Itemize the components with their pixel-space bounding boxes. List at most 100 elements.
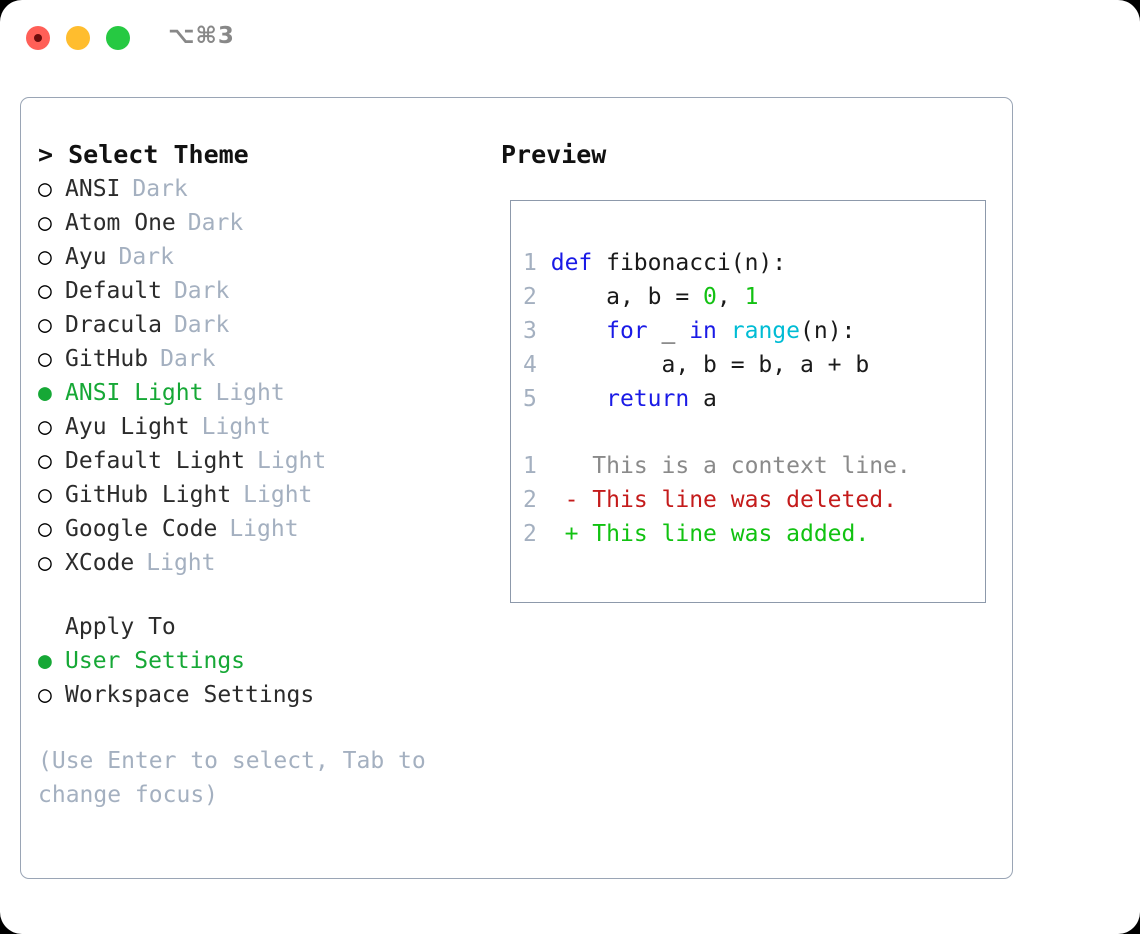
close-button-icon[interactable] [26, 26, 50, 50]
theme-variant-badge: Light [201, 414, 271, 440]
code-token-plain: _ [647, 318, 690, 344]
page-title: > Select Theme [38, 140, 249, 169]
code-line: 5 return a [523, 382, 869, 416]
diff-line-number: 2 [523, 521, 537, 547]
theme-variant-badge: Dark [132, 176, 188, 202]
apply-to-list: ● User Settings ○ Workspace Settings [38, 644, 498, 712]
theme-option-label: GitHub Light [65, 482, 232, 508]
theme-option-google-code[interactable]: ○ Google Code Light [38, 512, 498, 546]
code-token-plain: (n): [800, 318, 856, 344]
theme-variant-badge: Light [215, 380, 285, 406]
diff-text: This line was deleted. [592, 487, 897, 513]
apply-to-option-label: User Settings [65, 648, 246, 674]
minimize-button-icon[interactable] [66, 26, 90, 50]
code-line-number: 3 [523, 318, 537, 344]
diff-line-add: 2 + This line was added. [523, 517, 911, 551]
code-token-plain [551, 318, 606, 344]
code-token-plain: a, b = [550, 284, 704, 310]
keyboard-shortcut-label: ⌥⌘3 [168, 23, 235, 49]
theme-option-label: ANSI [65, 176, 121, 202]
theme-option-dracula[interactable]: ○ Dracula Dark [38, 308, 498, 342]
theme-option-label: Ayu [65, 244, 107, 270]
apply-to-heading: Apply To [65, 614, 176, 640]
apply-to-option-user-settings[interactable]: ● User Settings [38, 644, 498, 678]
theme-option-ayu-light[interactable]: ○ Ayu Light Light [38, 410, 498, 444]
code-token-kw: in [689, 318, 717, 344]
diff-line-number: 2 [523, 487, 537, 513]
code-token-plain: fibonacci(n): [592, 250, 787, 276]
code-line-number: 1 [523, 250, 537, 276]
code-line: 1 def fibonacci(n): [523, 246, 869, 280]
theme-variant-badge: Dark [173, 312, 230, 338]
radio-unselected-icon: ○ [38, 210, 52, 236]
radio-unselected-icon: ○ [38, 312, 52, 338]
theme-option-ansi-light[interactable]: ● ANSI Light Light [38, 376, 498, 410]
code-token-fn: range [730, 318, 801, 344]
code-line: 2 a, b = 0, 1 [523, 280, 869, 314]
code-token-plain: , [716, 284, 745, 310]
code-line-number: 2 [523, 284, 537, 310]
diff-sign: + [564, 521, 579, 547]
theme-variant-badge: Light [229, 516, 299, 542]
code-token-kw: def [550, 250, 593, 276]
theme-option-label: Ayu Light [65, 414, 190, 440]
diff-line-ctx: 1 This is a context line. [523, 449, 911, 483]
radio-selected-icon: ● [38, 648, 52, 674]
maximize-button-icon[interactable] [106, 26, 130, 50]
diff-line-number: 1 [523, 453, 537, 479]
code-line-number: 4 [523, 352, 537, 378]
code-token-plain [717, 318, 731, 344]
apply-to-section: Apply To ● User Settings ○ Workspace Settin… [38, 610, 498, 712]
theme-option-label: Dracula [65, 312, 162, 338]
theme-option-label: Default [65, 278, 162, 304]
code-line: 3 for _ in range(n): [523, 314, 869, 348]
theme-variant-badge: Light [146, 550, 216, 576]
apply-to-option-workspace-settings[interactable]: ○ Workspace Settings [38, 678, 498, 712]
theme-option-label: Atom One [65, 210, 176, 236]
diff-text: This line was added. [592, 521, 870, 547]
apply-to-option-label: Workspace Settings [65, 682, 315, 708]
code-line: 4 a, b = b, a + b [523, 348, 869, 382]
theme-option-label: GitHub [65, 346, 149, 372]
code-token-num: 0 [703, 284, 717, 310]
diff-sign: - [564, 487, 579, 513]
theme-option-label: XCode [65, 550, 135, 576]
radio-unselected-icon: ○ [38, 516, 52, 542]
diff-text: This is a context line. [592, 453, 911, 479]
theme-variant-badge: Dark [160, 346, 216, 372]
radio-unselected-icon: ○ [38, 278, 52, 304]
theme-option-label: ANSI Light [65, 380, 204, 406]
theme-option-ayu[interactable]: ○ Ayu Dark [38, 240, 498, 274]
code-token-kw: return [606, 386, 690, 412]
code-line-number: 5 [523, 386, 537, 412]
theme-variant-badge: Dark [118, 244, 174, 270]
title-bar: ⌥⌘3 [0, 0, 1140, 76]
radio-unselected-icon: ○ [38, 244, 52, 270]
code-token-plain [551, 386, 606, 412]
traffic-light-buttons [26, 26, 130, 50]
theme-option-label: Google Code [65, 516, 218, 542]
theme-variant-badge: Light [243, 482, 313, 508]
keyboard-hint-text: (Use Enter to select, Tab to change focu… [38, 748, 440, 808]
diff-preview: 1 This is a context line.2 - This line w… [523, 449, 911, 551]
code-token-kw: for [606, 318, 648, 344]
theme-option-label: Default Light [65, 448, 246, 474]
diff-sign [565, 453, 579, 479]
radio-unselected-icon: ○ [38, 414, 52, 440]
radio-unselected-icon: ○ [38, 682, 52, 708]
diff-line-del: 2 - This line was deleted. [523, 483, 911, 517]
radio-selected-icon: ● [38, 380, 52, 406]
